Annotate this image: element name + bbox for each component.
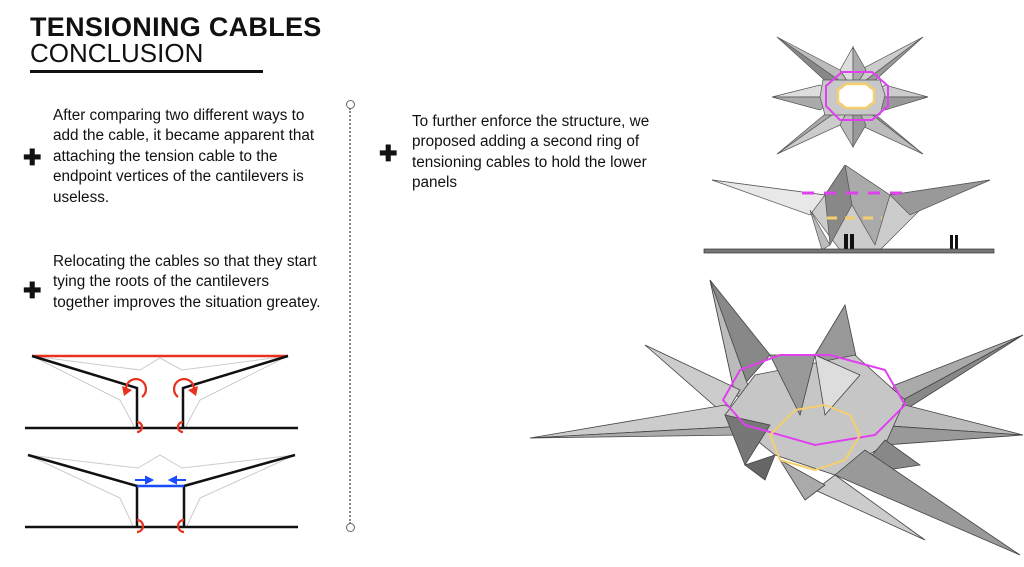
moment-arrow-icon [124,377,148,398]
cable-diagrams [25,354,298,534]
bullet-text: To further enforce the structure, we pro… [412,113,650,192]
people-silhouettes [844,234,958,249]
perspective-drawing [529,279,1024,556]
slide-title: TENSIONING CABLES [30,12,322,42]
plan-view-drawing [771,36,929,155]
divider-endpoint [346,100,355,109]
elevation-drawing [703,165,995,254]
bullet-text: After comparing two different ways to ad… [53,107,315,206]
plus-icon: ✚ [23,278,42,303]
slide-subtitle: CONCLUSION [30,38,204,68]
moment-arrow-icon [172,377,196,398]
plus-icon: ✚ [379,141,398,166]
title-underline [30,70,263,73]
divider-endpoint [346,523,355,532]
divider-dotted [349,108,351,524]
plus-icon: ✚ [23,145,42,170]
bullet-text: Relocating the cables so that they start… [53,253,321,311]
